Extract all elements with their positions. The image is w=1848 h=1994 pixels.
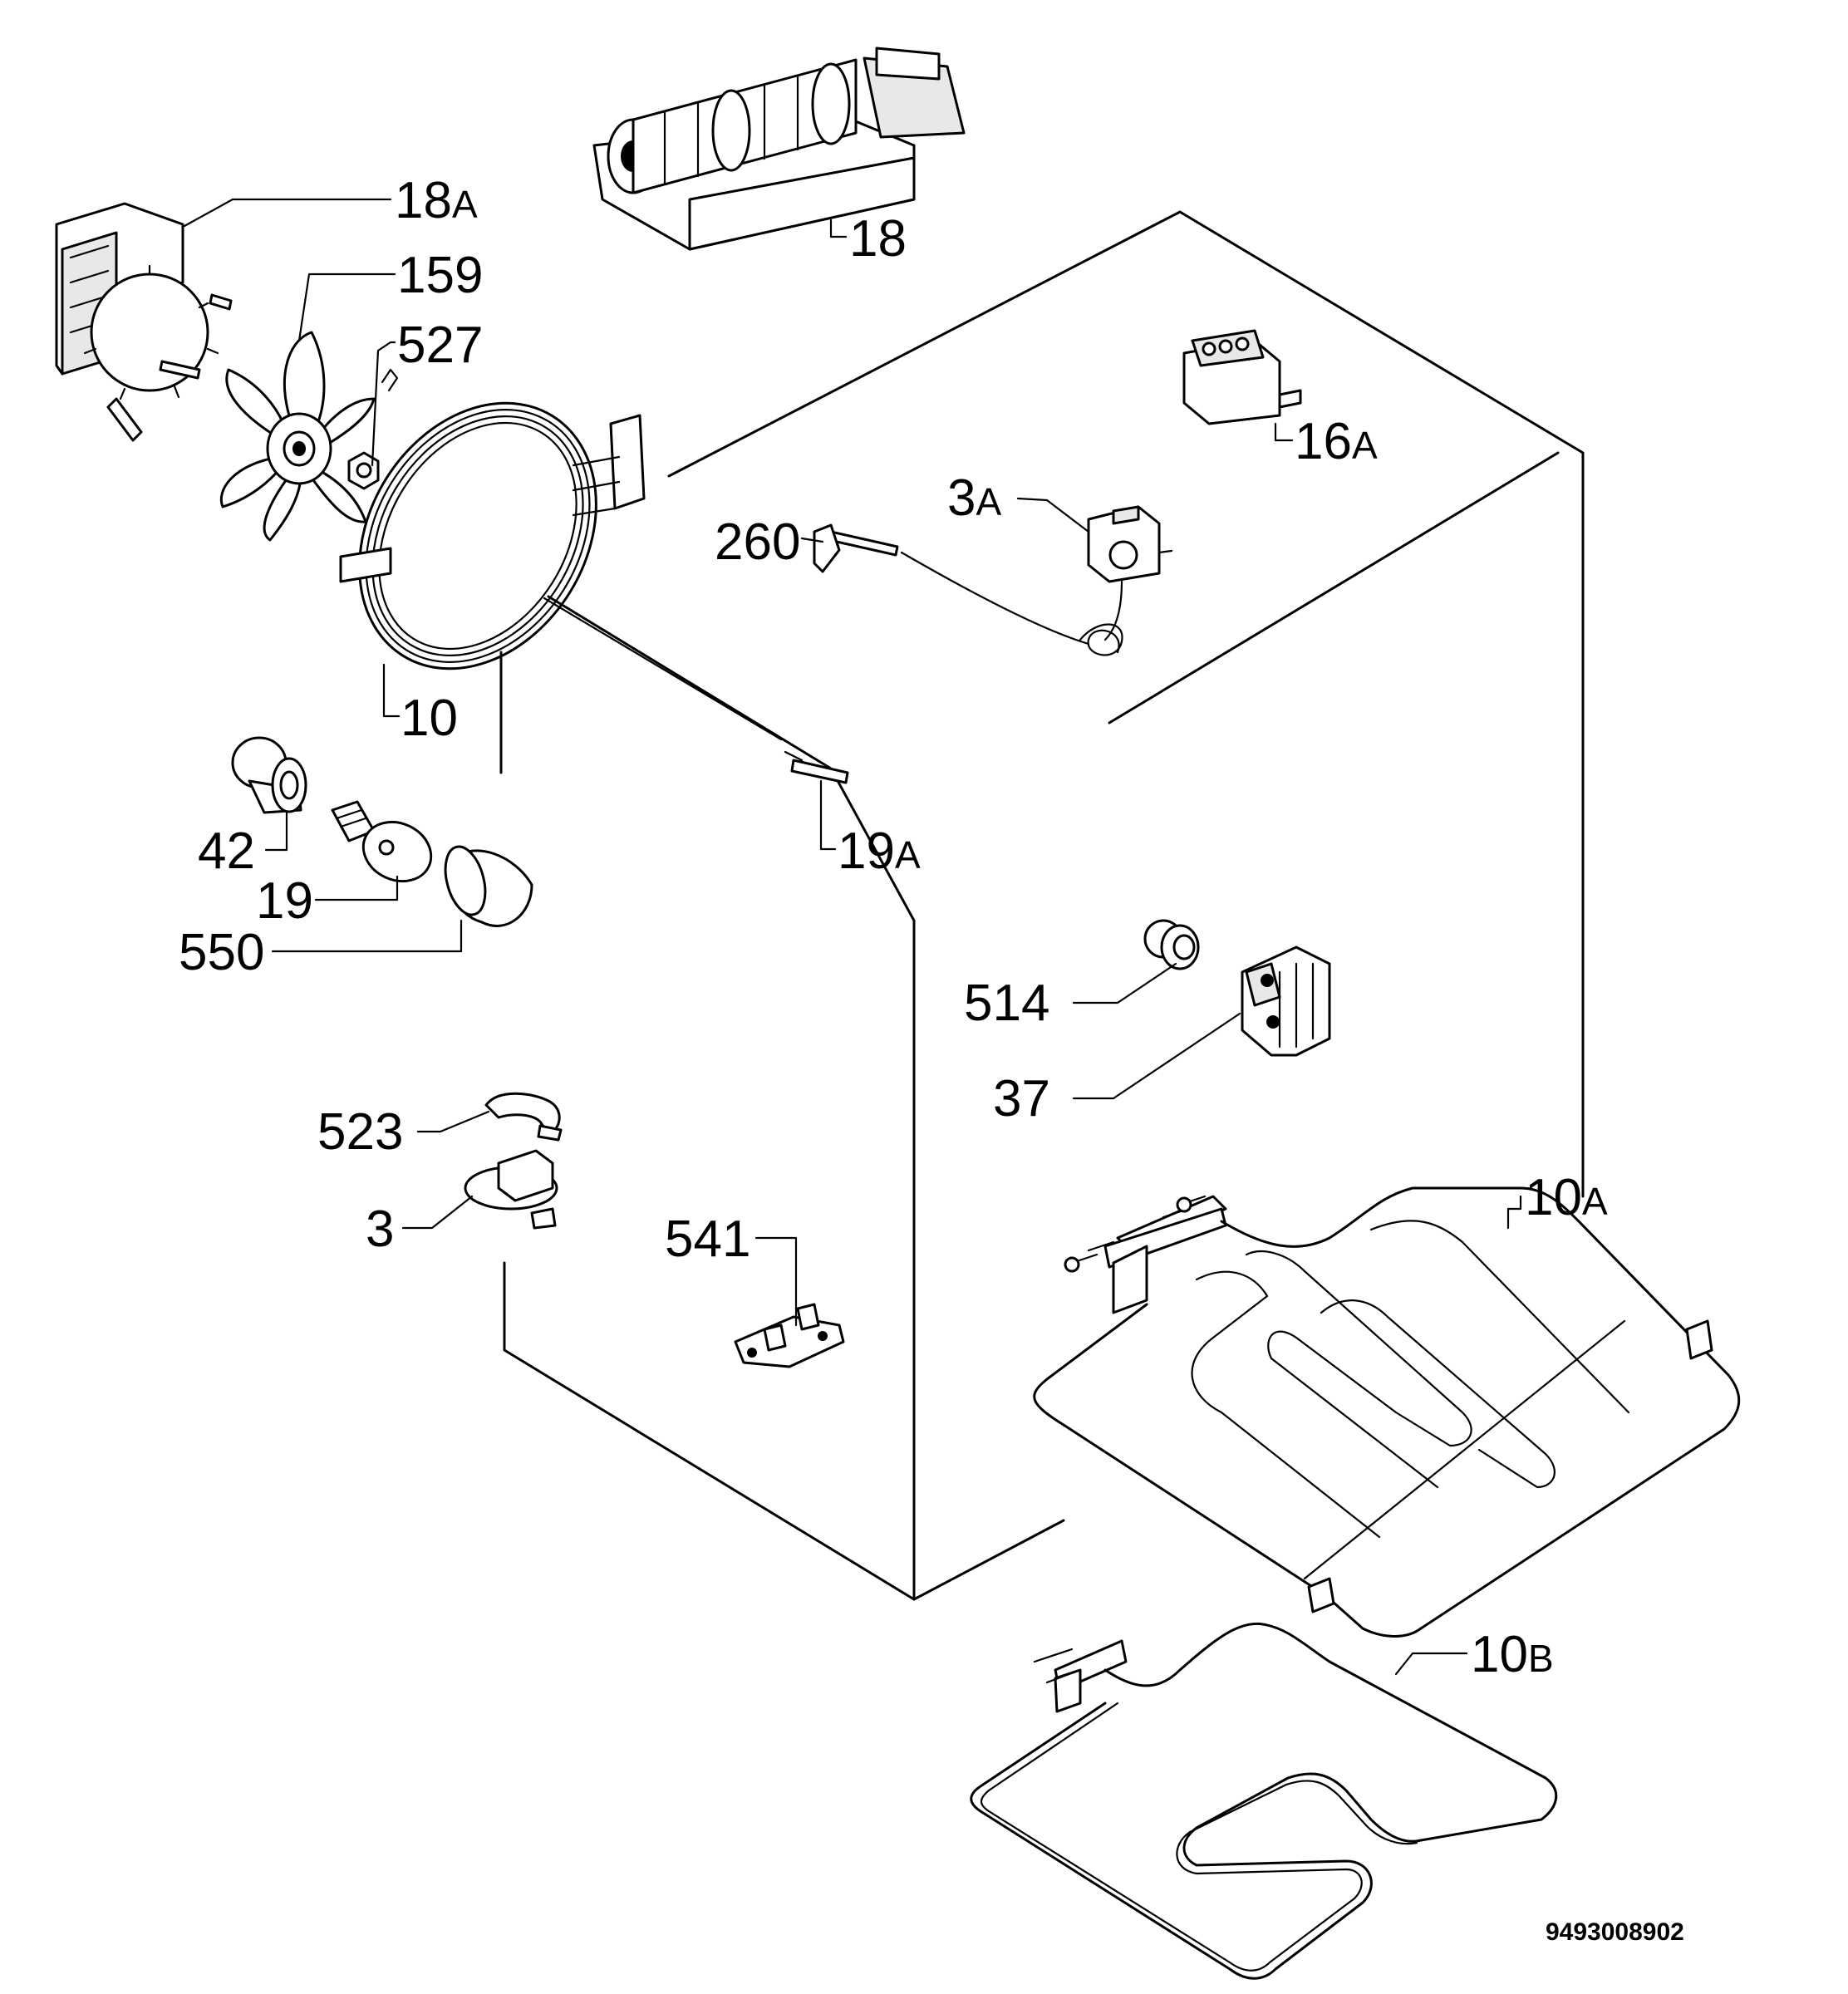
part-19-lamp-bulb (331, 800, 433, 883)
part-10-circular-element (339, 401, 646, 670)
label-3: 3 (366, 1201, 394, 1258)
part-3-thermal-cutout (464, 1149, 558, 1230)
part-18-tangential-fan (592, 47, 966, 251)
part-541-terminal-strip (734, 1303, 845, 1368)
label-260: 260 (715, 513, 800, 571)
part-10a-grill-element (1033, 1186, 1741, 1638)
part-18a-fan-motor (55, 202, 233, 442)
part-260-sensor-probe (813, 523, 899, 573)
part-labels: 18A 159 527 18 16A 3A 260 10 19A 42 19 5… (179, 172, 1608, 1683)
leader-lines (183, 198, 1522, 1676)
label-10: 10 (401, 690, 458, 747)
label-514: 514 (964, 975, 1049, 1032)
label-523: 523 (317, 1103, 403, 1161)
label-18a: 18A (395, 172, 478, 229)
part-19a-oven-sensor (543, 597, 849, 784)
part-42-lamp-holder (231, 736, 307, 814)
part-550-lamp-cover (444, 845, 533, 927)
label-159: 159 (397, 247, 483, 304)
label-550: 550 (179, 924, 264, 981)
label-541: 541 (665, 1211, 750, 1268)
label-18: 18 (849, 210, 907, 268)
part-3a-thermostat (900, 505, 1173, 656)
part-523-clip (484, 1092, 563, 1142)
label-42: 42 (198, 823, 255, 880)
part-37-terminal-block (1241, 945, 1331, 1057)
part-10b-bottom-element (970, 1622, 1558, 1980)
label-16a: 16A (1295, 413, 1378, 470)
label-19: 19 (256, 872, 313, 930)
label-10a: 10A (1525, 1169, 1608, 1226)
part-16a-selector-switch (1182, 329, 1302, 425)
part-159-fan-blade (219, 331, 376, 542)
label-19a: 19A (838, 823, 921, 880)
part-514-grommet (1143, 919, 1200, 970)
oven-cavity-outline (499, 210, 1585, 1601)
label-527: 527 (397, 317, 483, 374)
label-37: 37 (993, 1070, 1050, 1127)
part-527-nut (347, 368, 399, 490)
document-number: 9493008902 (1546, 1918, 1684, 1946)
label-10b: 10B (1471, 1626, 1554, 1683)
label-3a: 3A (947, 469, 1001, 527)
